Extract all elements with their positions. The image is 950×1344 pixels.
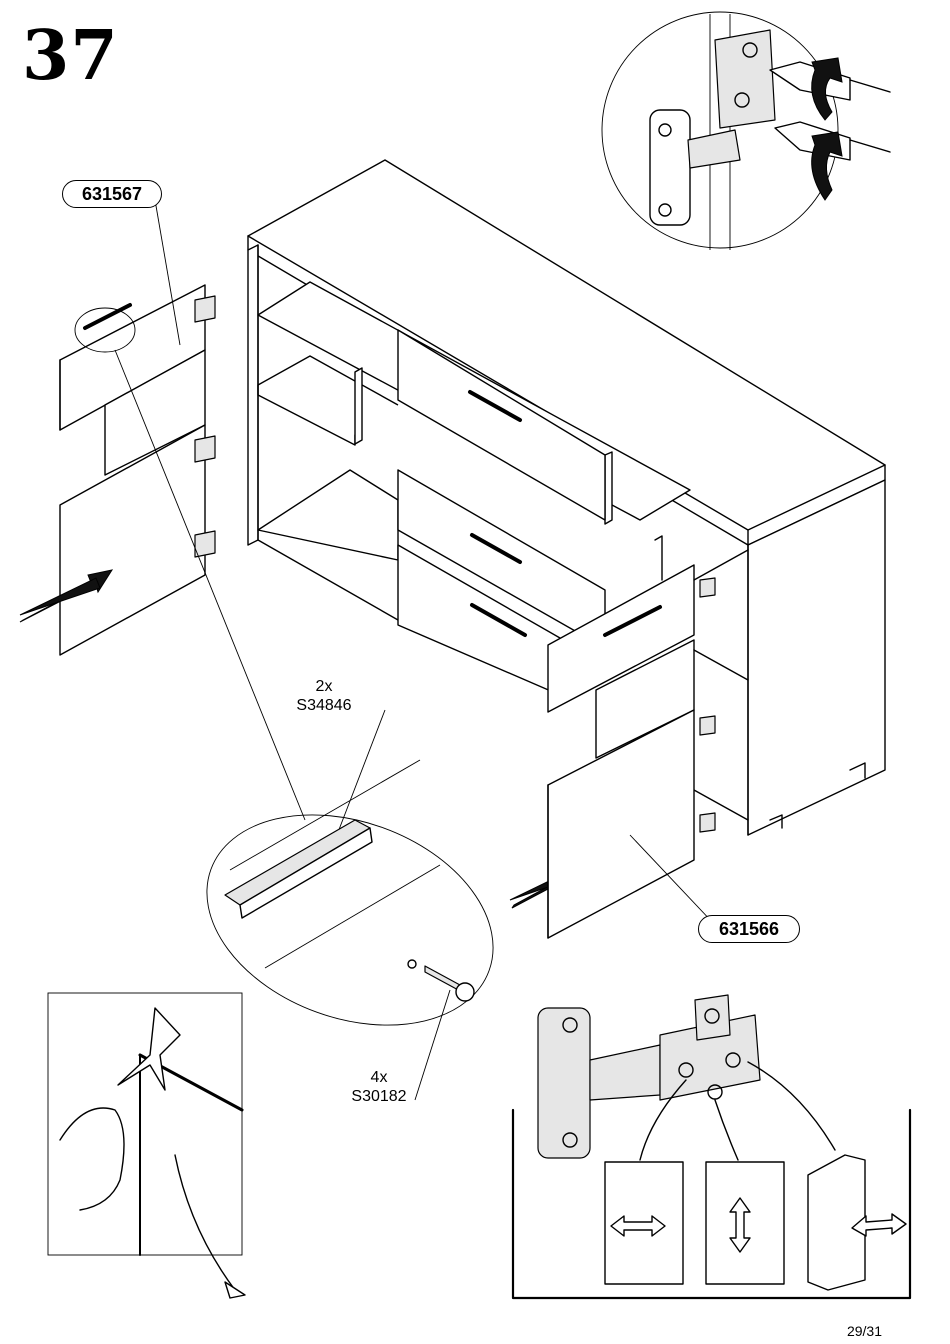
handle-detail-ellipse bbox=[177, 760, 522, 1063]
right-door-part-tag: 631566 bbox=[698, 915, 800, 943]
hinge-detail-circle bbox=[602, 12, 890, 250]
sideboard-cabinet bbox=[248, 160, 885, 835]
left-door-part-tag: 631567 bbox=[62, 180, 162, 208]
lift-off-detail-box bbox=[48, 993, 245, 1298]
handle-screw-quantity: 2x bbox=[288, 677, 360, 696]
handle-screw-code: S34846 bbox=[288, 696, 360, 715]
left-door bbox=[60, 285, 215, 655]
handle-screw-label: 2x S34846 bbox=[288, 677, 360, 715]
screw-label: 4x S30182 bbox=[342, 1068, 416, 1106]
page-number: 29/31 bbox=[847, 1323, 882, 1339]
hinge-adjustment-detail bbox=[513, 995, 910, 1298]
screw-quantity: 4x bbox=[342, 1068, 416, 1087]
screw-code: S30182 bbox=[342, 1087, 416, 1106]
right-door bbox=[548, 710, 715, 938]
